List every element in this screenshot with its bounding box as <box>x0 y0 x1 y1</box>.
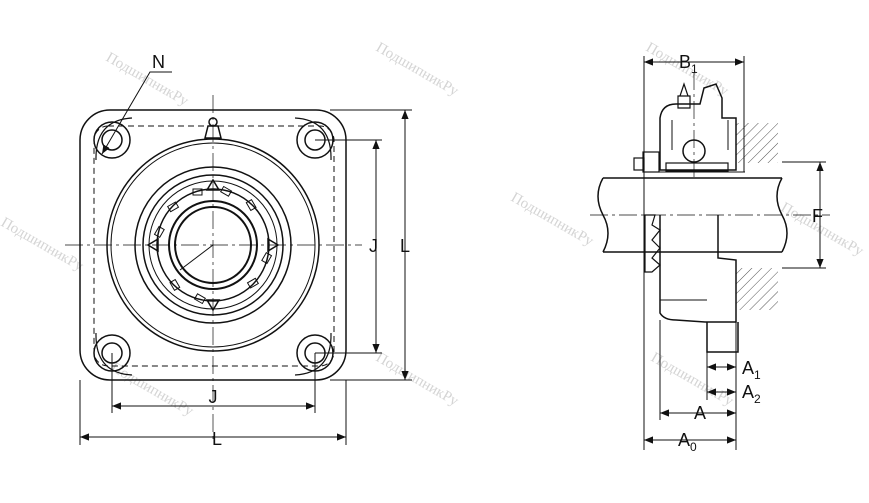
front-centerlines <box>65 95 362 440</box>
label-a1: A1 <box>742 358 761 382</box>
mount-hatching <box>735 123 778 310</box>
label-a2: A2 <box>742 382 761 406</box>
housing-body <box>659 215 737 323</box>
bolt-holes <box>93 121 334 372</box>
label-a: A <box>694 403 706 423</box>
side-centerlines <box>590 72 830 216</box>
side-dimensions <box>643 56 826 450</box>
front-dimensions <box>79 71 412 445</box>
side-view <box>597 82 788 353</box>
side-labels: B1 F A1 A2 A A0 <box>678 52 823 454</box>
housing-top <box>659 83 737 171</box>
locking-segments <box>153 185 273 305</box>
watermark: ПодшипникРу <box>373 40 461 100</box>
leader-n <box>101 71 172 155</box>
label-n: N <box>152 52 165 72</box>
watermark: ПодшипникРу <box>508 190 596 250</box>
label-l-horizontal: L <box>212 429 222 449</box>
label-l-vertical: L <box>400 236 410 256</box>
front-labels: N J L J L <box>152 52 410 449</box>
watermark: ПодшипникРу <box>103 50 191 110</box>
grease-nipple <box>204 125 222 139</box>
label-j-vertical: J <box>369 236 378 256</box>
watermark: ПодшипникРу <box>648 350 736 410</box>
label-j-horizontal: J <box>209 387 218 407</box>
locking-collar <box>644 214 661 273</box>
label-f: F <box>812 206 823 226</box>
grease-fitting <box>677 95 691 109</box>
hidden-outline <box>93 125 335 367</box>
bolt-hole <box>93 121 131 159</box>
bolt-hole <box>101 129 123 151</box>
label-b1: B1 <box>679 52 698 76</box>
label-a0: A0 <box>678 430 697 454</box>
